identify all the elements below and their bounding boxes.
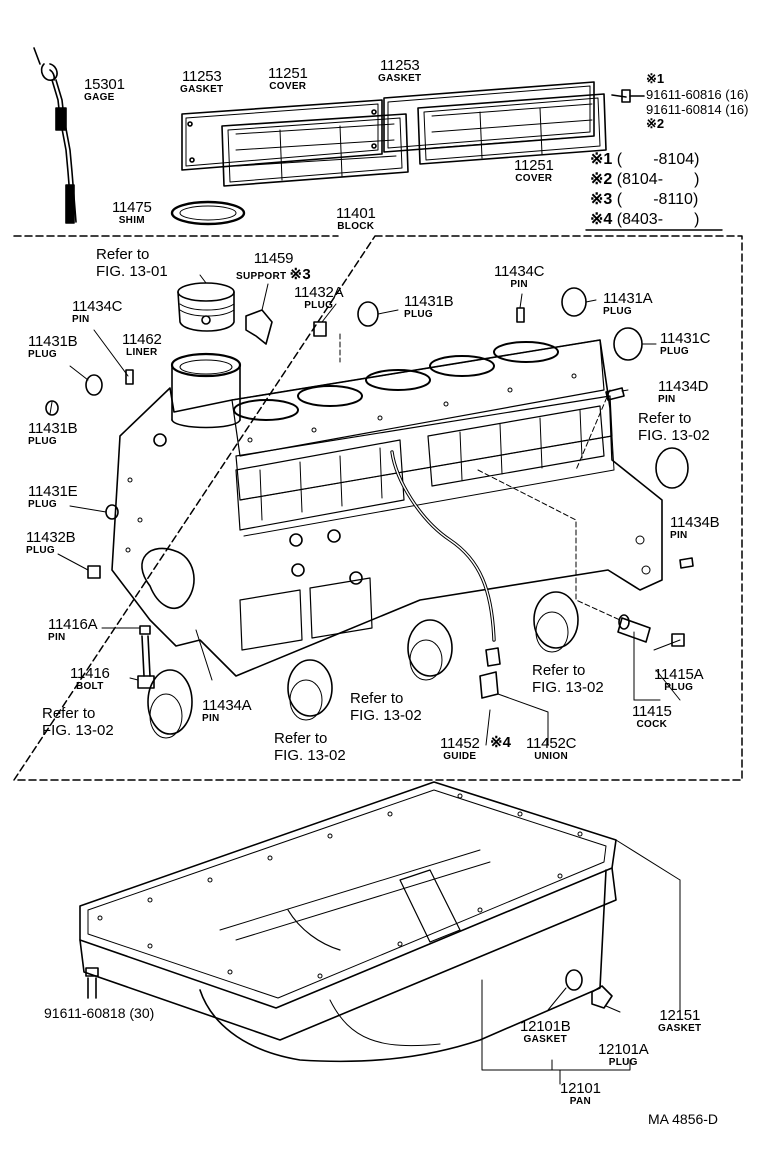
plug-11432a bbox=[313, 321, 327, 337]
pin-11434c-right bbox=[516, 307, 525, 323]
plug-11431b-left bbox=[85, 374, 103, 396]
note-mark-4: ※4 bbox=[490, 734, 511, 751]
side-cover-left bbox=[181, 99, 409, 187]
support-bracket bbox=[245, 309, 273, 345]
pin-11434c-left bbox=[125, 369, 134, 385]
bearing-cap-2 bbox=[287, 659, 333, 721]
legend-row-2: ※2 (8104- ) bbox=[590, 171, 700, 188]
plug-11431b-low bbox=[45, 400, 59, 416]
bolt-91611-60816: 91611-60816 (16) bbox=[646, 87, 749, 102]
bolt-91611-60814: 91611-60814 (16) bbox=[646, 102, 749, 117]
drain-plug bbox=[591, 985, 613, 1009]
figure-code: MA 4856-D bbox=[648, 1111, 719, 1127]
pan-bolt bbox=[85, 967, 99, 999]
plug-11431-right bbox=[655, 447, 689, 489]
plug-11431a bbox=[561, 287, 587, 317]
drain-cock bbox=[617, 614, 685, 647]
cylinder-liner bbox=[170, 352, 242, 429]
bolt-91611-60818: 91611-60818 (30) bbox=[44, 1005, 155, 1021]
legend-row-1: ※1 ( -8104) bbox=[590, 151, 700, 168]
side-cover-right bbox=[383, 81, 607, 165]
bolt-mark-2: ※2 bbox=[646, 116, 665, 131]
serial-range-legend: ※1 ( -8104) ※2 (8104- ) ※3 ( -8110) ※4 (… bbox=[590, 150, 699, 230]
shim-ring bbox=[170, 200, 246, 226]
bolt-11416 bbox=[137, 625, 155, 689]
bearing-cap-1 bbox=[147, 669, 193, 739]
drain-gasket bbox=[565, 969, 583, 991]
bearing-cap-3 bbox=[407, 619, 453, 681]
cover-bolt bbox=[611, 89, 645, 103]
piston bbox=[177, 282, 235, 332]
legend-row-4: ※4 (8403- ) bbox=[590, 211, 700, 228]
plug-11431b-top bbox=[357, 301, 379, 327]
dipstick-gage bbox=[33, 47, 77, 224]
plug-11432b bbox=[87, 565, 101, 579]
legend-row-3: ※3 ( -8110) bbox=[590, 191, 699, 208]
note-mark-3: ※3 bbox=[289, 266, 312, 283]
union-fitting bbox=[479, 671, 499, 699]
engine-block bbox=[111, 339, 663, 677]
plug-11431c bbox=[613, 327, 643, 361]
oil-pan bbox=[79, 781, 617, 1063]
block-boundary-dashed bbox=[13, 235, 743, 781]
pin-11434b bbox=[679, 557, 694, 569]
bolt-mark-1: ※1 bbox=[646, 71, 665, 86]
bearing-cap-4 bbox=[533, 591, 579, 653]
